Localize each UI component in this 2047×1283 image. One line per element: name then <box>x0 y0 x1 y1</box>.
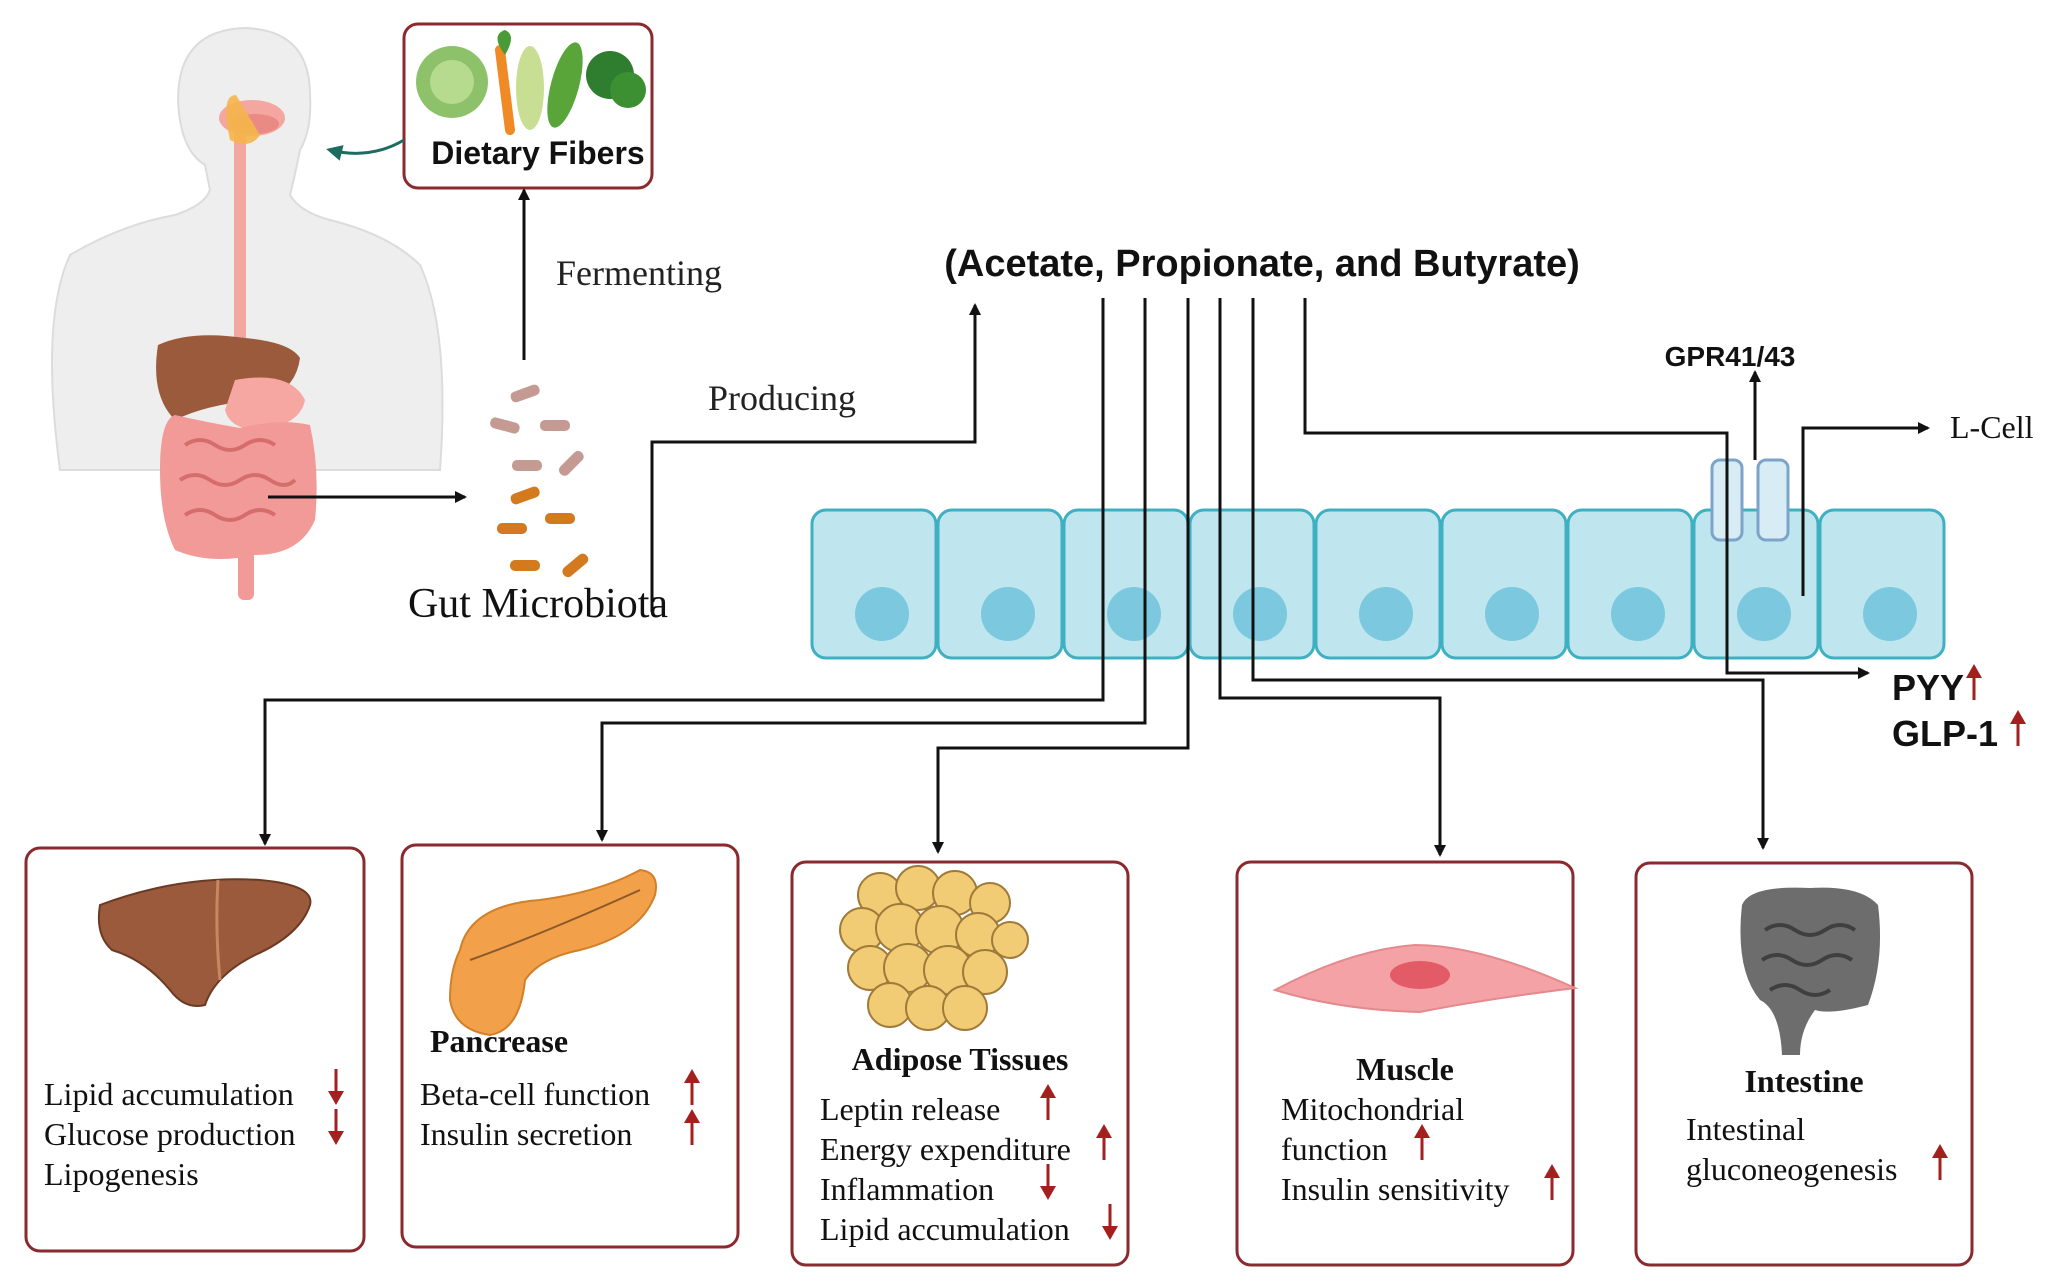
organ-effect-text: Insulin sensitivity <box>1281 1171 1509 1207</box>
epithelial-cell <box>1818 508 1946 660</box>
pancreas-icon <box>448 868 657 1037</box>
vegetables-icon <box>416 30 646 135</box>
organ-effect-text: Lipid accumulation <box>820 1211 1070 1247</box>
effect-trend-down-arrow <box>1040 1164 1056 1200</box>
effect-trend-up-arrow <box>1040 1084 1056 1120</box>
cell-nucleus <box>1107 587 1161 641</box>
producing-label: Producing <box>708 378 856 418</box>
hormone-trend-up-arrow <box>1966 664 1982 700</box>
intestine-icon <box>1740 887 1881 1055</box>
epithelial-cell <box>936 508 1064 660</box>
adipose-icon <box>839 865 1029 1031</box>
organ-effect-text: Leptin release <box>820 1091 1000 1127</box>
organ-title: Muscle <box>1356 1051 1454 1087</box>
gut-microbiota-label: Gut Microbiota <box>408 581 668 627</box>
organ-effect-text: Lipogenesis <box>44 1156 199 1192</box>
organ-title: Intestine <box>1744 1063 1863 1099</box>
organ-effect-text: Glucose production <box>44 1116 296 1152</box>
human-body-icon <box>51 26 444 600</box>
epithelium <box>810 508 1946 660</box>
effect-trend-down-arrow <box>328 1069 344 1105</box>
bacteria-icon <box>490 384 589 578</box>
organ-effect-text: Insulin secretion <box>420 1116 632 1152</box>
fermenting-label: Fermenting <box>556 253 722 293</box>
l-cell-arrow <box>1801 422 1930 596</box>
organ-effect-text: Beta-cell function <box>420 1076 650 1112</box>
cell-nucleus <box>1485 587 1539 641</box>
dietary-fibers-label: Dietary Fibers <box>431 135 644 171</box>
liver-icon <box>97 878 312 1007</box>
cell-nucleus <box>855 587 909 641</box>
effect-trend-up-arrow <box>684 1109 700 1145</box>
effect-trend-up-arrow <box>1932 1144 1948 1180</box>
epithelial-cell <box>1440 508 1568 660</box>
hormone-trend-up-arrow <box>2010 710 2026 746</box>
effect-trend-up-arrow <box>684 1069 700 1105</box>
cell-nucleus <box>1359 587 1413 641</box>
organ-effect-text: Intestinal <box>1686 1111 1805 1147</box>
organ-effect-text: Mitochondrial <box>1281 1091 1464 1127</box>
epithelial-cell <box>1314 508 1442 660</box>
cell-nucleus <box>981 587 1035 641</box>
effect-trend-up-arrow <box>1544 1164 1560 1200</box>
cell-nucleus <box>1233 587 1287 641</box>
organ-effect-text: Lipid accumulation <box>44 1076 294 1112</box>
effect-trend-down-arrow <box>328 1109 344 1145</box>
effect-trend-up-arrow <box>1096 1124 1112 1160</box>
cell-nucleus <box>1737 587 1791 641</box>
organ-title: Adipose Tissues <box>852 1041 1069 1077</box>
fiber-intake-arrow <box>326 138 405 161</box>
l-cell-label: L-Cell <box>1950 409 2034 445</box>
receptor-label: GPR41/43 <box>1665 341 1796 372</box>
organ-effect-text: Inflammation <box>820 1171 994 1207</box>
producing-arrow <box>650 303 981 612</box>
muscle-cell-icon <box>1272 943 1579 1014</box>
epithelial-cell <box>1692 508 1820 660</box>
epithelial-cell <box>1062 508 1190 660</box>
scfa-routes <box>259 298 1870 857</box>
dietary-fibers-box: Dietary Fibers <box>402 22 654 190</box>
effect-trend-up-arrow <box>1414 1124 1430 1160</box>
epithelial-cell <box>810 508 938 660</box>
organ-effect-text: gluconeogenesis <box>1686 1151 1898 1187</box>
hormone-label: GLP-1 <box>1892 713 1998 754</box>
organ-effect-text: function <box>1281 1131 1388 1167</box>
epithelial-cell <box>1566 508 1694 660</box>
hormone-list: PYY GLP-1 <box>1892 664 2026 754</box>
scfa-label: (Acetate, Propionate, and Butyrate) <box>944 243 1580 285</box>
cell-nucleus <box>1863 587 1917 641</box>
cell-nucleus <box>1611 587 1665 641</box>
organ-effect-text: Energy expenditure <box>820 1131 1071 1167</box>
effect-trend-down-arrow <box>1102 1204 1118 1240</box>
hormone-label: PYY <box>1892 667 1964 708</box>
